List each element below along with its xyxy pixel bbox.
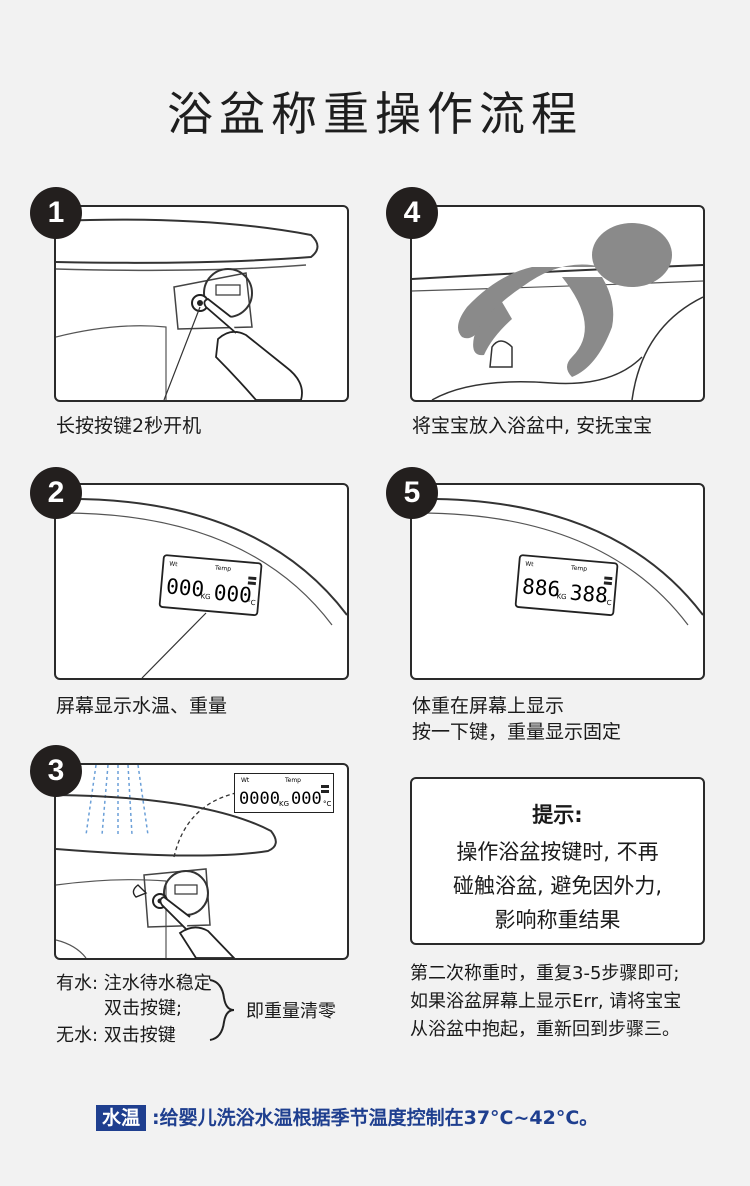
tip-heading: 提示: — [532, 803, 583, 827]
step-2-temp-unit: °C — [247, 598, 256, 607]
step-2-badge: 2 — [30, 467, 82, 519]
step-3-temp: 000 — [291, 789, 322, 809]
step-3-panel: Wt Temp 0000 KG 000 °C — [54, 763, 349, 960]
step-5-weight-unit: KG — [556, 592, 567, 601]
step-5-badge: 5 — [386, 467, 438, 519]
page-title: 浴盆称重操作流程 — [167, 87, 583, 141]
step-2-caption: 屏幕显示水温、重量 — [56, 695, 228, 717]
step-3-temp-unit: °C — [323, 800, 332, 808]
tip-box: 提示: 操作浴盆按键时, 不再 碰触浴盆, 避免因外力, 影响称重结果 — [410, 777, 705, 945]
step-2-temp-label: Temp — [214, 564, 232, 572]
step-3-lcd: Wt Temp 0000 KG 000 °C — [234, 773, 334, 813]
note-line-3: 从浴盆中抱起，重新回到步骤三。 — [410, 1019, 680, 1040]
step-3-caption-line-3: 无水: 双击按键 — [56, 1025, 176, 1046]
tub-weight-display-illustration: Wt Temp 886 KG 388 °C — [412, 497, 703, 626]
step-1-badge: 1 — [30, 187, 82, 239]
step-5-weight: 886 — [521, 574, 561, 601]
step-3-brace-label: 即重量清零 — [246, 1001, 336, 1022]
step-4-caption: 将宝宝放入浴盆中, 安抚宝宝 — [412, 415, 653, 437]
step-4-panel — [410, 205, 705, 402]
step-3-badge: 3 — [30, 745, 82, 797]
tub-power-button-illustration — [56, 218, 319, 400]
step-3-weight: 0000 — [239, 789, 280, 809]
tip-line-1: 操作浴盆按键时, 不再 — [456, 840, 659, 864]
step-2-temp: 000 — [213, 581, 253, 608]
step-2-panel: Wt Temp 000 KG 000 °C — [54, 483, 349, 680]
step-2-wt-label: Wt — [169, 561, 179, 569]
step-3-brace — [209, 979, 235, 1041]
water-temp-tag: 水温 — [96, 1105, 147, 1131]
step-5-temp: 388 — [569, 581, 609, 608]
repeat-note: 第二次称重时，重复3-5步骤即可; 如果浴盆屏幕上显示Err, 请将宝宝 从浴盆… — [410, 960, 681, 1044]
step-3-wt-label: Wt — [241, 777, 250, 784]
note-line-2: 如果浴盆屏幕上显示Err, 请将宝宝 — [410, 991, 682, 1012]
step-3-weight-unit: KG — [279, 800, 289, 808]
step-4-badge: 4 — [386, 187, 438, 239]
baby-in-tub-illustration — [412, 223, 703, 400]
step-2-weight-unit: KG — [200, 592, 211, 601]
step-3-caption-line-2: 双击按键; — [104, 998, 183, 1019]
tub-display-illustration: Wt Temp 000 KG 000 °C — [56, 497, 347, 678]
step-5-temp-label: Temp — [570, 564, 588, 572]
note-line-1: 第二次称重时，重复3-5步骤即可; — [410, 963, 680, 984]
step-3-caption-line-1: 有水: 注水待水稳定 — [56, 973, 212, 994]
step-5-caption-line-1: 体重在屏幕上显示 — [412, 695, 565, 717]
step-1-caption: 长按按键2秒开机 — [56, 415, 202, 437]
step-5-panel: Wt Temp 886 KG 388 °C — [410, 483, 705, 680]
water-temp-text: :给婴儿洗浴水温根据季节温度控制在37°C~42°C。 — [152, 1107, 599, 1129]
tip-line-3: 影响称重结果 — [494, 908, 621, 932]
tub-zero-reset-illustration — [56, 765, 277, 958]
tip-line-2: 碰触浴盆, 避免因外力, — [452, 874, 663, 898]
step-2-weight: 000 — [165, 574, 205, 601]
step-5-caption-line-2: 按一下键，重量显示固定 — [412, 721, 622, 743]
step-3-temp-label: Temp — [284, 777, 301, 784]
step-5-temp-unit: °C — [603, 598, 612, 607]
step-1-panel — [54, 205, 349, 402]
water-temp-footer: 水温:给婴儿洗浴水温根据季节温度控制在37°C~42°C。 — [96, 1103, 599, 1131]
step-5-wt-label: Wt — [525, 561, 535, 569]
